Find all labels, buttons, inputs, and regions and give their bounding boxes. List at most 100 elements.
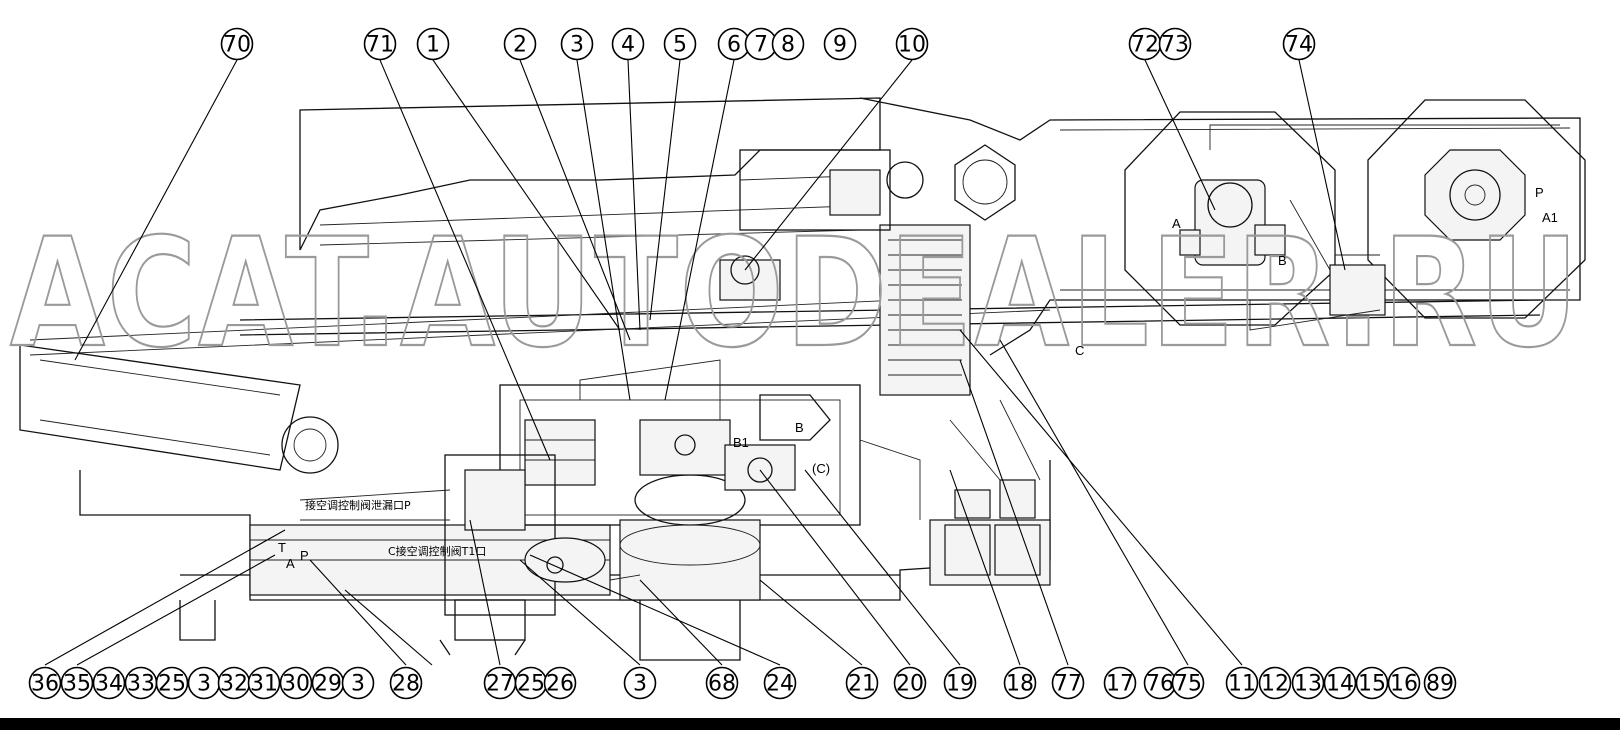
bottom-callout-label: 24	[766, 672, 794, 697]
bottom-callout-32: 89	[1423, 666, 1457, 700]
top-callout-label: 8	[781, 33, 795, 58]
bottom-callout-label: 30	[282, 672, 310, 697]
bottom-callout-0: 36	[28, 666, 62, 700]
bottom-callout-label: 12	[1261, 672, 1289, 697]
top-callout-0: 70	[220, 27, 254, 61]
bottom-callout-16: 68	[705, 666, 739, 700]
bottom-callout-label: 33	[127, 672, 155, 697]
bottom-callout-label: 17	[1106, 672, 1134, 697]
bottom-callout-8: 30	[279, 666, 313, 700]
bottom-callout-19: 20	[893, 666, 927, 700]
bottom-callout-17: 24	[763, 666, 797, 700]
bottom-callout-5: 3	[187, 666, 221, 700]
note-left: 接空调控制阀泄漏口P	[305, 498, 411, 512]
top-callout-5: 4	[611, 27, 645, 61]
bottom-callout-label: 76	[1146, 672, 1174, 697]
bottom-callout-label: 13	[1294, 672, 1322, 697]
bottom-callout-6: 32	[217, 666, 251, 700]
top-callout-label: 73	[1161, 33, 1189, 58]
bottom-callout-label: 27	[486, 672, 514, 697]
bottom-callout-label: 20	[896, 672, 924, 697]
bottom-callout-7: 31	[247, 666, 281, 700]
bottom-callout-24: 76	[1143, 666, 1177, 700]
bottom-callout-label: 89	[1426, 672, 1454, 697]
bottom-callout-3: 33	[124, 666, 158, 700]
bottom-callout-label: 21	[848, 672, 876, 697]
top-callout-11: 10	[895, 27, 929, 61]
bottom-callout-14: 26	[543, 666, 577, 700]
port-c-mid: C	[1075, 343, 1084, 358]
bottom-callout-9: 29	[311, 666, 345, 700]
bottom-callout-label: 77	[1054, 672, 1082, 697]
port-c-center: (C)	[812, 461, 830, 476]
port-b-right: B	[1278, 253, 1287, 268]
watermark-text: ACAT.AUTODEALER.RU	[10, 207, 1580, 381]
bottom-callout-label: 19	[946, 672, 974, 697]
top-callout-label: 6	[727, 33, 741, 58]
bottom-callout-1: 35	[60, 666, 94, 700]
top-callout-7: 6	[717, 27, 751, 61]
top-callout-label: 71	[366, 33, 394, 58]
bottom-callout-22: 77	[1051, 666, 1085, 700]
bottom-callout-11: 28	[389, 666, 423, 700]
bottom-callout-label: 36	[31, 672, 59, 697]
top-callout-14: 74	[1282, 27, 1316, 61]
leader-lines	[44, 59, 1346, 666]
top-callout-label: 1	[426, 33, 440, 58]
machine-drawing	[19, 97, 1586, 661]
bottom-callout-30: 15	[1355, 666, 1389, 700]
bottom-callout-label: 25	[517, 672, 545, 697]
bottom-callout-21: 18	[1003, 666, 1037, 700]
top-callout-6: 5	[663, 27, 697, 61]
bottom-callout-25: 75	[1171, 666, 1205, 700]
bottom-callout-label: 34	[95, 672, 123, 697]
port-p-right: P	[1535, 185, 1544, 200]
top-callout-3: 2	[503, 27, 537, 61]
bottom-callout-label: 16	[1390, 672, 1418, 697]
bottom-callout-28: 13	[1291, 666, 1325, 700]
bottom-callout-label: 31	[250, 672, 278, 697]
top-callout-label: 72	[1131, 33, 1159, 58]
top-callout-10: 9	[823, 27, 857, 61]
top-callout-label: 4	[621, 33, 635, 58]
port-b1-center: B1	[733, 435, 749, 450]
top-callout-label: 74	[1285, 33, 1313, 58]
top-callout-label: 5	[673, 33, 687, 58]
bottom-callout-label: 3	[633, 672, 647, 697]
top-callout-label: 2	[513, 33, 527, 58]
bottom-callout-13: 25	[514, 666, 548, 700]
bottom-callout-4: 25	[155, 666, 189, 700]
top-callout-label: 3	[570, 33, 584, 58]
port-p-left: P	[300, 548, 309, 563]
bottom-callout-31: 16	[1387, 666, 1421, 700]
bottom-border-band	[0, 718, 1620, 730]
bottom-callout-29: 14	[1323, 666, 1357, 700]
port-a1-right: A1	[1542, 210, 1558, 225]
port-a-left: A	[286, 556, 295, 571]
bottom-callout-10: 3	[341, 666, 375, 700]
bottom-callout-label: 11	[1228, 672, 1256, 697]
bottom-callout-label: 35	[63, 672, 91, 697]
top-callout-13: 73	[1158, 27, 1192, 61]
bottom-callout-label: 26	[546, 672, 574, 697]
bottom-callout-15: 3	[623, 666, 657, 700]
top-callout-12: 72	[1128, 27, 1162, 61]
top-callout-label: 7	[754, 33, 768, 58]
top-callout-label: 10	[898, 33, 926, 58]
bottom-callout-label: 3	[351, 672, 365, 697]
bottom-callout-23: 17	[1103, 666, 1137, 700]
top-callout-2: 1	[416, 27, 450, 61]
bottom-callout-27: 12	[1258, 666, 1292, 700]
bottom-callout-20: 19	[943, 666, 977, 700]
bottom-callout-label: 15	[1358, 672, 1386, 697]
bottom-callout-12: 27	[483, 666, 517, 700]
top-callout-8: 7	[744, 27, 778, 61]
note-center: C接空调控制阀T1口	[388, 544, 486, 558]
bottom-callout-label: 29	[314, 672, 342, 697]
bottom-callout-label: 25	[158, 672, 186, 697]
top-callout-9: 8	[771, 27, 805, 61]
bottom-callout-26: 11	[1225, 666, 1259, 700]
bottom-callout-label: 18	[1006, 672, 1034, 697]
